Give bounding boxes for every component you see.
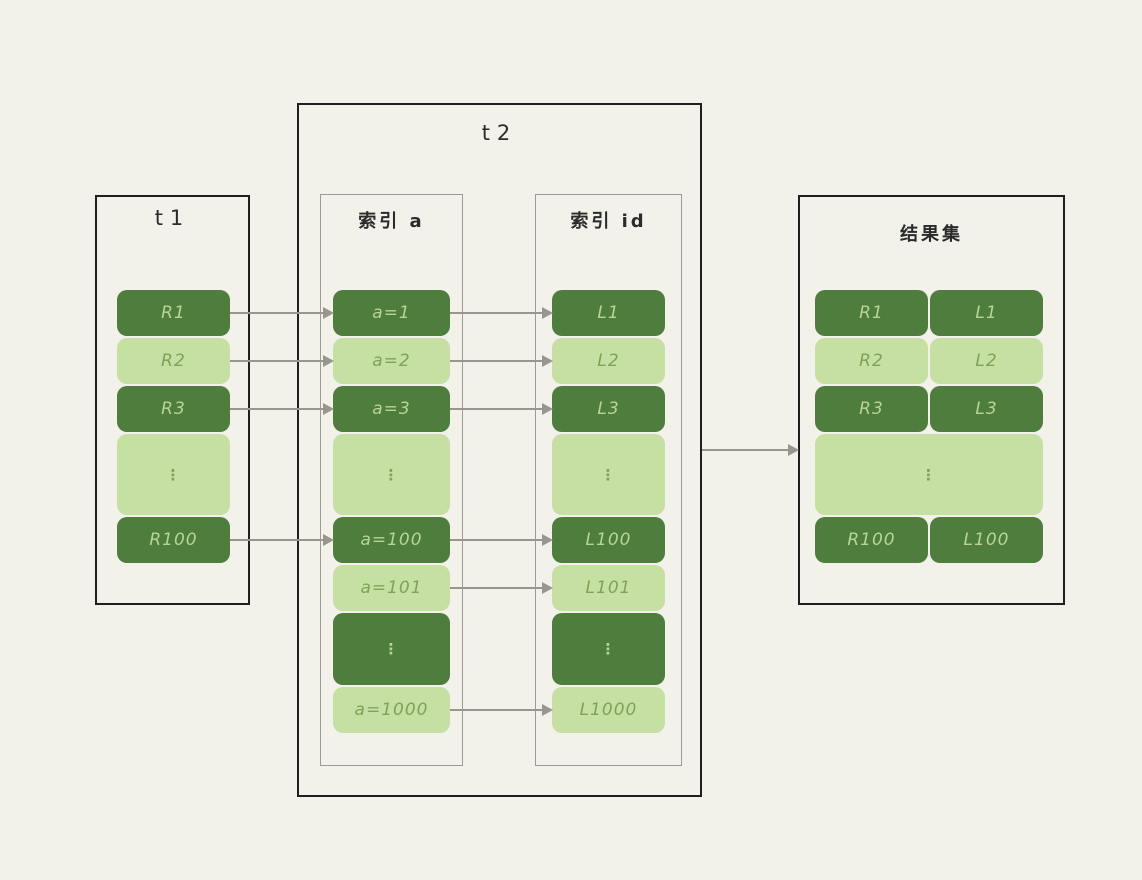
index-id-row-label: L1000 — [579, 700, 638, 720]
arrow-r100-to-a100-icon — [230, 534, 334, 546]
index-a-row-cell: a=100 — [333, 517, 450, 563]
t2-table-box: t2 — [297, 103, 702, 797]
arrow-t2-to-result-icon — [702, 444, 799, 456]
result-row-right-cell: L100 — [930, 517, 1043, 563]
index-id-row-cell: ⋮ — [552, 434, 665, 515]
index-a-row-cell: ⋮ — [333, 434, 450, 515]
index-a-row-label: a=1 — [372, 303, 411, 323]
t1-row-label: R100 — [149, 530, 198, 550]
index-id-title: 索引 id — [570, 211, 647, 232]
arrow-r2-to-a2-icon — [230, 355, 334, 367]
t1-row-cell: R100 — [117, 517, 230, 563]
arrow-a2-to-l2-icon — [450, 355, 553, 367]
result-set-title: 结果集 — [900, 224, 963, 245]
index-a-title: 索引 a — [358, 211, 425, 232]
index-id-row-cell: L1 — [552, 290, 665, 336]
arrow-a100-to-l100-icon — [450, 534, 553, 546]
index-id-rows-column: L1 L2 L3 ⋮ L100 L101 ⋮ — [552, 290, 665, 733]
result-row-right-label: L3 — [975, 399, 998, 419]
index-id-row-cell: L100 — [552, 517, 665, 563]
result-row-right-label: L2 — [975, 351, 998, 371]
result-row-left-cell: R2 — [815, 338, 928, 384]
arrow-a3-to-l3-icon — [450, 403, 553, 415]
arrow-a1-to-l1-icon — [450, 307, 553, 319]
result-row-left-cell: R1 — [815, 290, 928, 336]
index-a-row-cell: a=2 — [333, 338, 450, 384]
index-id-row-label: L101 — [585, 578, 632, 598]
result-row-left-cell: R100 — [815, 517, 928, 563]
index-a-row-cell: a=3 — [333, 386, 450, 432]
result-row: R2 L2 — [815, 338, 1043, 384]
result-row: R3 L3 — [815, 386, 1043, 432]
index-id-row-cell: L101 — [552, 565, 665, 611]
result-row-right-cell: L3 — [930, 386, 1043, 432]
t1-row-cell: ⋮ — [117, 434, 230, 515]
index-a-row-label: a=1000 — [354, 700, 429, 720]
result-row-left-label: R2 — [859, 351, 884, 371]
arrow-r3-to-a3-icon — [230, 403, 334, 415]
index-id-row-cell: L2 — [552, 338, 665, 384]
index-a-row-cell: ⋮ — [333, 613, 450, 685]
index-id-row-cell: ⋮ — [552, 613, 665, 685]
index-a-panel: 索引 a — [320, 194, 463, 766]
index-a-row-cell: a=1 — [333, 290, 450, 336]
t1-table-box: t1 — [95, 195, 250, 605]
t1-rows-column: R1 R2 R3 ⋮ R100 — [117, 290, 230, 563]
result-row-right-label: L100 — [963, 530, 1010, 550]
index-id-row-cell: L3 — [552, 386, 665, 432]
result-row: ⋮ — [815, 434, 1043, 515]
index-a-row-label: a=2 — [372, 351, 411, 371]
t1-row-label: R2 — [161, 351, 186, 371]
t1-row-label: R3 — [161, 399, 186, 419]
result-row: R1 L1 — [815, 290, 1043, 336]
index-id-row-label: L1 — [597, 303, 620, 323]
arrow-a1000-to-l1000-icon — [450, 704, 553, 716]
index-a-row-cell: a=101 — [333, 565, 450, 611]
t1-row-cell: R1 — [117, 290, 230, 336]
result-row-right-label: L1 — [975, 303, 998, 323]
t1-row-cell: R3 — [117, 386, 230, 432]
index-a-rows-column: a=1 a=2 a=3 ⋮ a=100 a=101 ⋮ — [333, 290, 450, 733]
arrow-a101-to-l101-icon — [450, 582, 553, 594]
result-set-box: 结果集 — [798, 195, 1065, 605]
index-a-row-cell: a=1000 — [333, 687, 450, 733]
index-a-row-label: a=3 — [372, 399, 411, 419]
index-id-panel: 索引 id — [535, 194, 682, 766]
index-a-row-label: a=101 — [360, 578, 423, 598]
result-row: R100 L100 — [815, 517, 1043, 563]
index-a-row-label: ⋮ — [383, 640, 400, 658]
result-row-right-cell: L1 — [930, 290, 1043, 336]
t1-row-label: R1 — [161, 303, 186, 323]
arrow-r1-to-a1-icon — [230, 307, 334, 319]
t1-row-label: ⋮ — [165, 465, 182, 484]
result-row-right-cell: L2 — [930, 338, 1043, 384]
index-a-row-label: ⋮ — [383, 465, 400, 484]
index-id-row-cell: L1000 — [552, 687, 665, 733]
index-id-row-label: ⋮ — [600, 465, 617, 484]
result-row-left-label: ⋮ — [921, 465, 937, 484]
t1-table-title: t1 — [154, 206, 191, 230]
index-id-row-label: L2 — [597, 351, 620, 371]
t2-table-title: t2 — [481, 121, 518, 145]
index-a-row-label: a=100 — [360, 530, 423, 550]
result-row-left-label: R3 — [859, 399, 884, 419]
index-id-row-label: ⋮ — [600, 640, 617, 658]
index-id-row-label: L3 — [597, 399, 620, 419]
result-rows-column: R1 L1 R2 L2 R3 L3 — [815, 290, 1043, 563]
index-id-row-label: L100 — [585, 530, 632, 550]
result-row-left-label: R100 — [847, 530, 896, 550]
result-row-left-cell: R3 — [815, 386, 928, 432]
result-row-left-cell: ⋮ — [815, 434, 1043, 515]
result-row-left-label: R1 — [859, 303, 884, 323]
t1-row-cell: R2 — [117, 338, 230, 384]
